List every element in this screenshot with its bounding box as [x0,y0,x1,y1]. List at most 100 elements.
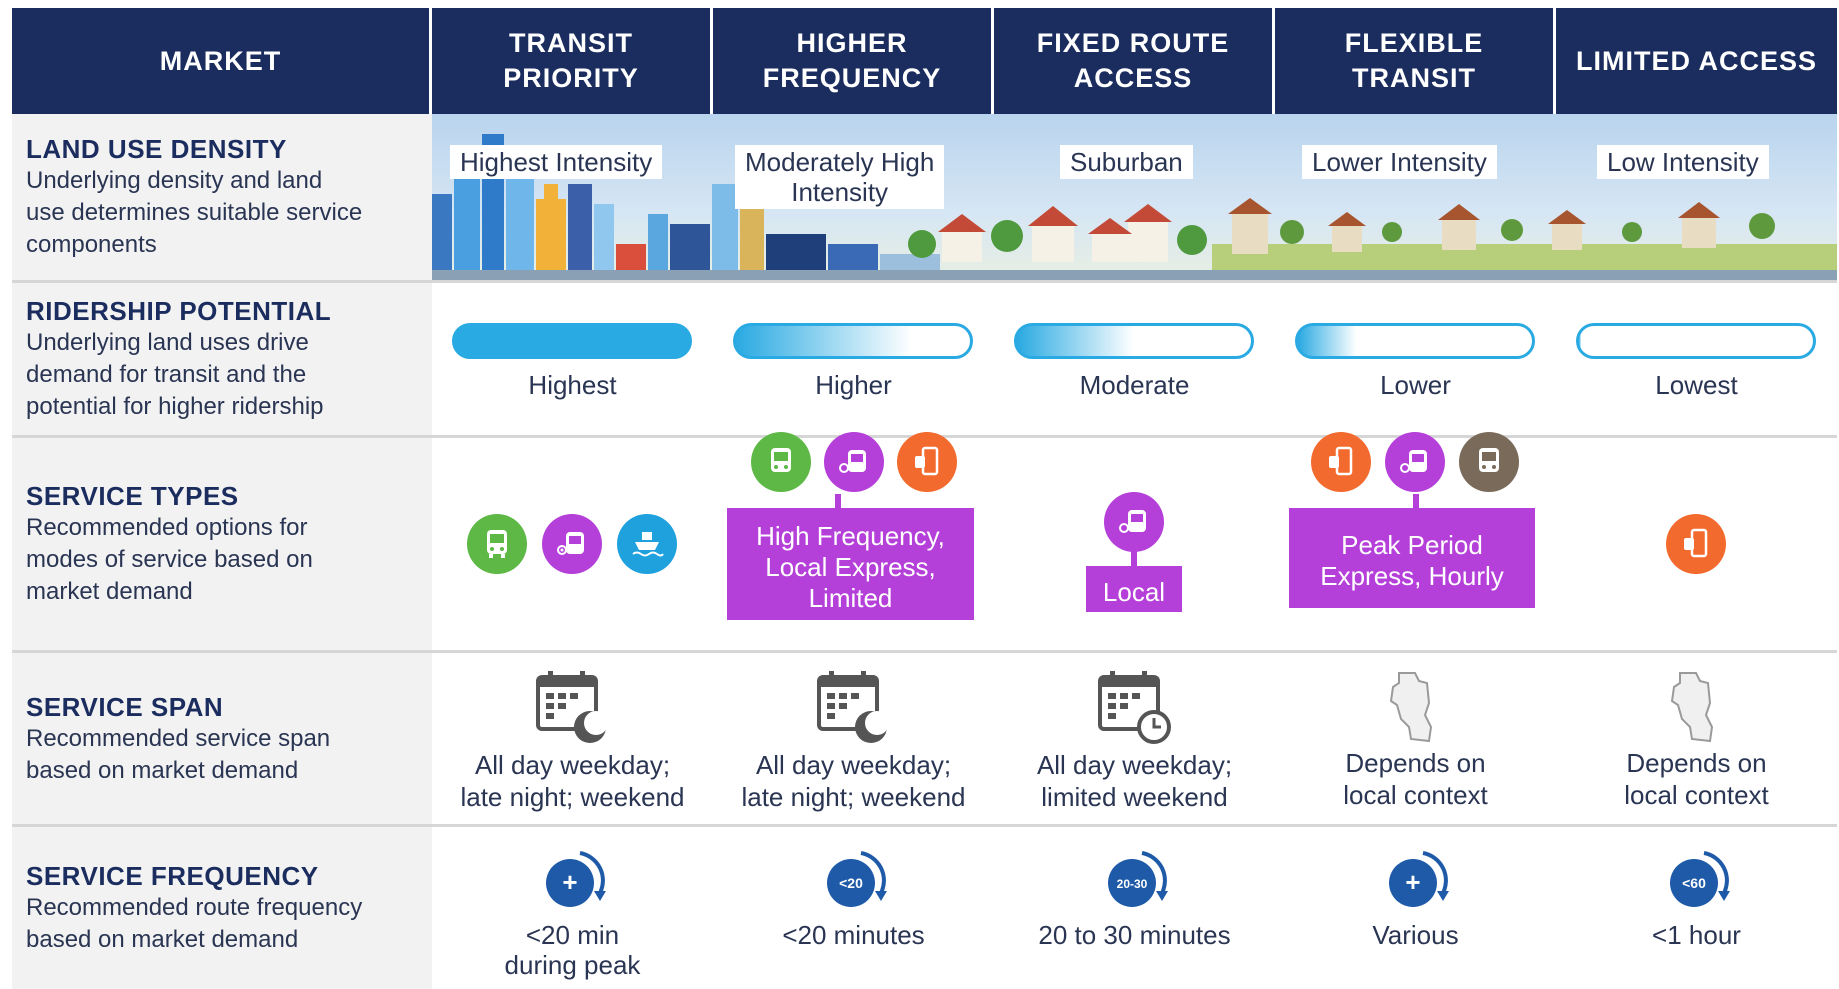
header-label-line1: HIGHER [796,28,908,58]
ridership-cell: Moderate [994,283,1275,435]
row-title: RIDERSHIP POTENTIAL [26,296,332,326]
ridership-cell: Lower [1275,283,1556,435]
header-label-line1: LIMITED ACCESS [1575,45,1817,76]
bus-icon [751,432,811,492]
region-map-icon [1670,672,1714,743]
service-span-cell: Depends on local context [1556,653,1837,824]
service-frequency-value-line1: Various [1372,920,1459,950]
land-use-value-line1: Lower Intensity [1312,147,1487,177]
service-span-value-line1: All day weekday; [1036,750,1233,780]
row-description: Recommended service span [26,724,331,752]
skyline-graphic [432,134,1837,280]
service-type-cell: Local [994,438,1275,650]
land-use-value-line1: Suburban [1070,147,1183,177]
connector [1289,508,1535,514]
frequency-dial-icon: <60 [1670,851,1730,907]
header-market: MARKET [12,8,432,114]
service-type-cell [1556,438,1837,650]
service-type-cell: Peak Period Express, Hourly [1275,432,1556,650]
frequency-dial-icon: + [1389,851,1449,907]
row-divider [12,280,1837,283]
service-span-value-line2: limited weekend [1041,782,1228,812]
service-frequency-cells: + <20 min during peak <20 <20 minutes 20… [432,827,1837,989]
service-frequency-value-line1: <20 min [525,920,620,950]
row-description: demand for transit and the [26,361,307,388]
row-description: based on market demand [26,926,299,953]
ridership-value: Highest [528,370,617,400]
service-type-label-line: High Frequency, [756,520,945,551]
land-use-value-line1: Highest Intensity [460,147,653,177]
ridership-value: Higher [815,370,892,400]
service-span-cells: All day weekday; late night; weekend All… [432,653,1837,824]
service-type-label-line: Local Express, [765,551,936,582]
row-description: use determines suitable service [26,199,363,226]
service-frequency-cell: <20 <20 minutes [713,827,994,989]
frequency-badge-text: + [562,867,577,897]
ridership-level-bar [1014,323,1254,359]
service-type-cell [432,438,713,650]
connector [835,494,841,514]
ridership-level-bar [452,323,692,359]
service-frequency-cell: + <20 min during peak [432,827,713,989]
service-span-value-line1: All day weekday; [474,750,671,780]
calendar-moon-icon [536,671,608,743]
mobile-app-icon [897,432,957,492]
connector [727,508,974,514]
service-type-label-line: Limited [808,582,893,613]
land-use-value-line1: Low Intensity [1607,147,1759,177]
row-description: market demand [26,578,193,605]
row-land-use-density: LAND USE DENSITY Underlying density and … [12,114,1837,280]
service-span-value-line2: local context [1343,780,1488,810]
header-label-line2: TRANSIT [1351,63,1476,93]
row-label: LAND USE DENSITY Underlying density and … [12,114,432,280]
land-use-value-limited: Low Intensity [1597,145,1769,179]
service-span-value-line1: Depends on [1626,748,1767,778]
header-label-line2: ACCESS [1073,63,1193,93]
ridership-cell: Higher [713,283,994,435]
land-use-value-transit-priority: Highest Intensity [450,145,663,179]
on-demand-bus-icon [542,514,602,574]
row-description: components [26,231,157,258]
ridership-level-bar [1295,323,1535,359]
ridership-value: Lowest [1655,370,1738,400]
ridership-cells: Highest Higher Moderate Lower Lowest [432,283,1837,435]
connector [1413,494,1419,514]
header-market-label: MARKET [159,45,282,76]
service-type-cells: High Frequency, Local Express, Limited L… [432,432,1837,650]
land-use-value-flexible: Lower Intensity [1302,145,1497,179]
land-use-value-line2: Intensity [791,177,889,207]
header-flexible-transit: FLEXIBLE TRANSIT [1275,8,1556,114]
frequency-dial-icon: + [546,851,606,907]
row-title: SERVICE FREQUENCY [26,861,319,891]
mobile-app-icon [1666,514,1726,574]
school-bus-icon [1459,432,1519,492]
ridership-cell: Highest [432,283,713,435]
service-type-label-box: High Frequency, Local Express, Limited [727,514,974,620]
region-map-icon [1389,672,1433,743]
land-use-value-line1: Moderately High [745,147,935,177]
ridership-cell: Lowest [1556,283,1837,435]
service-type-cell: High Frequency, Local Express, Limited [713,432,994,650]
service-frequency-value-line1: <1 hour [1652,920,1741,950]
service-span-value-line2: late night; weekend [460,782,685,812]
row-description: Underlying density and land [26,167,323,194]
service-frequency-value-line1: <20 minutes [782,920,925,950]
ridership-level-bar [1576,323,1816,359]
service-span-cell: All day weekday; limited weekend [994,653,1275,824]
header-label-line2: FREQUENCY [762,63,942,93]
service-span-value-line2: late night; weekend [741,782,966,812]
frequency-badge-text: 20-30 [1117,877,1148,891]
ridership-value: Lower [1380,370,1451,400]
service-frequency-cell: <60 <1 hour [1556,827,1837,989]
service-span-value-line1: All day weekday; [755,750,952,780]
service-type-label-line: Express, Hourly [1320,561,1504,591]
header-label-line1: FIXED ROUTE [1036,28,1230,58]
header-label-line1: FLEXIBLE [1344,28,1484,58]
row-label: SERVICE SPAN Recommended service span ba… [12,653,432,824]
row-description: modes of service based on [26,546,313,573]
ridership-value: Moderate [1079,370,1190,400]
row-service-frequency: SERVICE FREQUENCY Recommended route freq… [12,827,1837,989]
service-type-label-line: Peak Period [1341,530,1483,560]
